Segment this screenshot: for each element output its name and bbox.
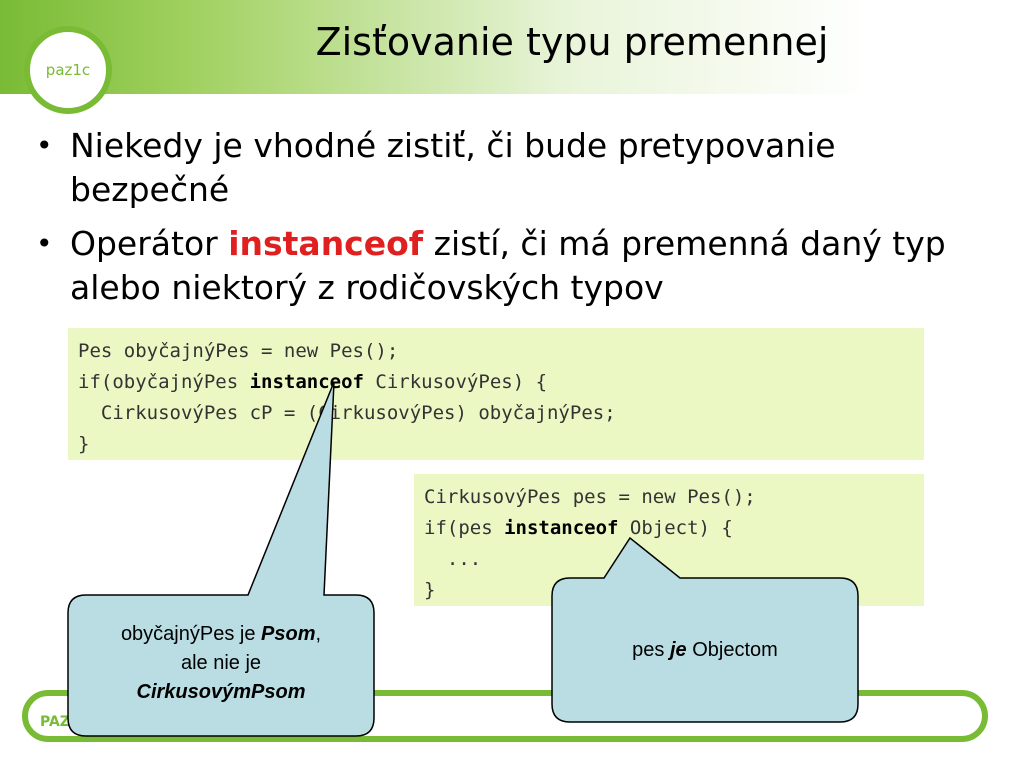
bullet-text-part: zistí, či má premenná daný typ alebo nie… (70, 224, 946, 307)
callout-text-part: pes (632, 639, 670, 661)
code-line: CirkusovýPes pes = new Pes(); (424, 486, 756, 508)
code-line: ... (424, 548, 482, 570)
header-band (0, 0, 1024, 94)
bullet-marker: • (36, 227, 53, 260)
code-part: Object) { (618, 517, 733, 539)
bullet-text-part: Niekedy je vhodné zistiť, či bude pretyp… (70, 126, 836, 209)
code-line: if(pes instanceof Object) { (424, 517, 733, 539)
code-keyword: instanceof (249, 371, 364, 393)
code-part: if(obyčajnýPes (78, 371, 250, 393)
callout-1-shape (67, 381, 375, 737)
logo-text: paz1c (45, 61, 91, 79)
code-line: Pes obyčajnýPes = new Pes(); (78, 340, 399, 362)
code-part: if(pes (424, 517, 505, 539)
keyword-instanceof: instanceof (228, 224, 424, 263)
bullet-item: • Niekedy je vhodné zistiť, či bude pret… (36, 124, 996, 212)
footer-frame (22, 690, 988, 742)
bullet-text: Operátor instanceof zistí, či má premenn… (70, 222, 996, 310)
code-part: CirkusovýPes) { (363, 371, 548, 393)
code-keyword: instanceof (504, 517, 619, 539)
bullet-text: Niekedy je vhodné zistiť, či bude pretyp… (70, 124, 996, 212)
bullet-list: • Niekedy je vhodné zistiť, či bude pret… (36, 124, 996, 320)
callout-emphasis: je (669, 639, 687, 661)
page-title: Zisťovanie typu premennej (315, 20, 829, 64)
bullet-marker: • (36, 129, 53, 162)
code-line: CirkusovýPes cP = (CirkusovýPes) obyčajn… (78, 402, 616, 424)
callout-text-part: obyčajnýPes je (120, 623, 262, 645)
callout-emphasis: Psom (261, 623, 316, 645)
code-block-1: Pes obyčajnýPes = new Pes(); if(obyčajný… (68, 328, 924, 460)
callout-text-part: ale nie je (180, 652, 262, 674)
footer-text: PAZ (40, 714, 70, 730)
bullet-item: • Operátor instanceof zistí, či má preme… (36, 222, 996, 310)
callout-text-part: , (315, 623, 322, 645)
code-line: } (78, 433, 90, 455)
callout-emphasis: CirkusovýmPsom (136, 681, 306, 703)
callout-1-text: obyčajnýPes je Psom, ale nie je Cirkusov… (68, 620, 374, 707)
callout-2-shape (551, 536, 859, 723)
code-line: if(obyčajnýPes instanceof CirkusovýPes) … (78, 371, 547, 393)
code-line: } (424, 579, 436, 601)
callout-2-text: pes je Objectom (552, 636, 858, 665)
bullet-text-part: Operátor (70, 224, 229, 263)
logo: paz1c (24, 26, 112, 114)
callout-text-part: Objectom (686, 639, 778, 661)
